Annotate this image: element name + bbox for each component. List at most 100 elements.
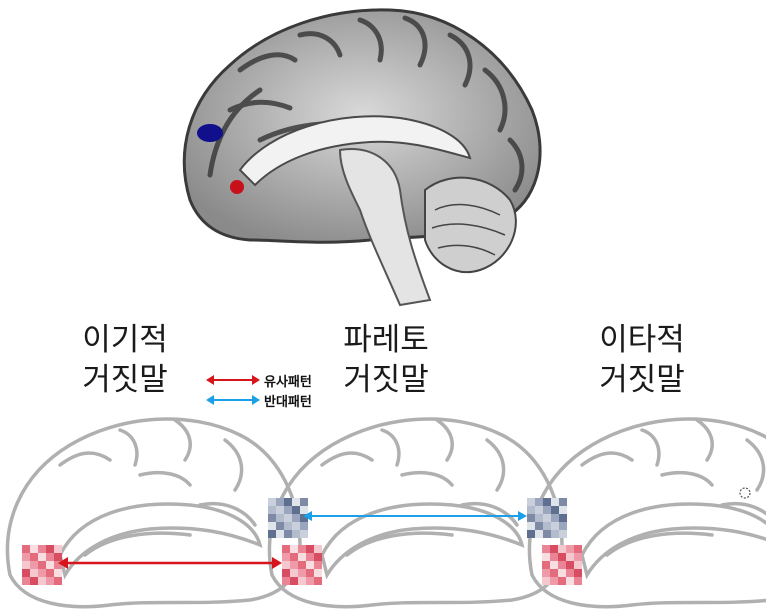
legend-opposite: 반대패턴 xyxy=(206,390,336,410)
pattern-cell xyxy=(276,514,284,522)
brain-outlines-panel xyxy=(5,417,766,609)
pattern-cell xyxy=(38,577,46,585)
pareto-label-line2: 거짓말 xyxy=(343,362,429,398)
pattern-cell xyxy=(282,545,290,553)
pattern-cell xyxy=(574,561,582,569)
pattern-cell xyxy=(46,545,54,553)
altruistic-label-line2: 거짓말 xyxy=(599,362,685,398)
similar-pattern-arrow xyxy=(58,557,282,569)
pattern-cell xyxy=(527,514,535,522)
pattern-cell xyxy=(276,506,284,514)
pattern-cell xyxy=(550,577,558,585)
pattern-cell xyxy=(282,577,290,585)
pattern-cell xyxy=(550,569,558,577)
pattern-cell xyxy=(30,561,38,569)
pattern-cell xyxy=(566,561,574,569)
pattern-cell xyxy=(535,530,543,538)
pattern-cell xyxy=(290,577,298,585)
pattern-cell xyxy=(30,553,38,561)
pattern-cell xyxy=(300,530,308,538)
pattern-cell xyxy=(46,553,54,561)
brain-mri-slice xyxy=(182,8,542,307)
pattern-cell xyxy=(290,569,298,577)
pattern-cell xyxy=(284,498,292,506)
pattern-cell xyxy=(46,569,54,577)
pattern-cell xyxy=(300,506,308,514)
pattern-cell xyxy=(558,569,566,577)
altruistic-lie-label: 이타적 거짓말 xyxy=(562,320,722,400)
pattern-cell xyxy=(559,498,567,506)
pattern-cell xyxy=(566,577,574,585)
pattern-cell xyxy=(298,577,306,585)
cortex xyxy=(182,8,542,307)
pattern-cell xyxy=(314,569,322,577)
pattern-cell xyxy=(54,569,62,577)
pattern-cell xyxy=(284,514,292,522)
pattern-cell xyxy=(559,522,567,530)
pattern-cell xyxy=(30,577,38,585)
pattern-cell xyxy=(38,553,46,561)
pattern-cell xyxy=(290,561,298,569)
pattern-cell xyxy=(542,577,550,585)
pattern-cell xyxy=(268,498,276,506)
pattern-cell xyxy=(268,514,276,522)
pattern-cell xyxy=(535,498,543,506)
pattern-cell xyxy=(298,569,306,577)
pattern-cell xyxy=(292,498,300,506)
pareto-lie-label: 파레토 거짓말 xyxy=(306,320,466,400)
pattern-cell xyxy=(292,506,300,514)
pattern-cell xyxy=(542,561,550,569)
pattern-cell xyxy=(551,522,559,530)
pattern-cell xyxy=(282,561,290,569)
pattern-cell xyxy=(38,569,46,577)
pattern-cell xyxy=(535,506,543,514)
pattern-cell xyxy=(558,561,566,569)
pattern-cell xyxy=(527,522,535,530)
red-pattern-grid-selfish xyxy=(22,545,62,585)
pattern-cell xyxy=(54,561,62,569)
pattern-cell xyxy=(276,530,284,538)
pattern-cell xyxy=(276,498,284,506)
pattern-cell xyxy=(298,561,306,569)
pattern-cell xyxy=(543,506,551,514)
pattern-cell xyxy=(54,577,62,585)
selfish-lie-label: 이기적 거짓말 xyxy=(45,320,205,400)
pattern-cell xyxy=(527,530,535,538)
pattern-cell xyxy=(290,553,298,561)
pattern-cell xyxy=(527,506,535,514)
pattern-cell xyxy=(298,545,306,553)
pattern-cell xyxy=(535,514,543,522)
pattern-cell xyxy=(284,530,292,538)
selfish-label-line2: 거짓말 xyxy=(82,362,168,398)
red-activation-cluster xyxy=(230,180,244,194)
pattern-cell xyxy=(306,545,314,553)
pattern-cell xyxy=(550,561,558,569)
pattern-cell xyxy=(30,545,38,553)
pattern-cell xyxy=(314,553,322,561)
pattern-cell xyxy=(38,545,46,553)
pattern-cell xyxy=(542,569,550,577)
pattern-cell xyxy=(558,553,566,561)
pattern-cell xyxy=(276,522,284,530)
pattern-cell xyxy=(543,498,551,506)
pattern-cell xyxy=(574,545,582,553)
red-pattern-grid-pareto xyxy=(282,545,322,585)
blue-pattern-grid-altruistic xyxy=(527,498,567,538)
pattern-cell xyxy=(298,553,306,561)
pattern-cell xyxy=(559,514,567,522)
pattern-cell xyxy=(292,514,300,522)
pattern-cell xyxy=(543,514,551,522)
pattern-cell xyxy=(574,577,582,585)
pattern-cell xyxy=(290,545,298,553)
selfish-label-line1: 이기적 xyxy=(82,322,168,358)
pattern-cell xyxy=(314,561,322,569)
legend-similar-label: 유사패턴 xyxy=(264,374,312,390)
pattern-cell xyxy=(306,553,314,561)
pattern-cell xyxy=(558,577,566,585)
red-double-arrow-icon xyxy=(206,375,260,385)
pattern-cell xyxy=(284,522,292,530)
pattern-cell xyxy=(551,506,559,514)
pattern-cell xyxy=(542,553,550,561)
pattern-cell xyxy=(22,569,30,577)
pareto-label-line1: 파레토 xyxy=(343,322,429,358)
